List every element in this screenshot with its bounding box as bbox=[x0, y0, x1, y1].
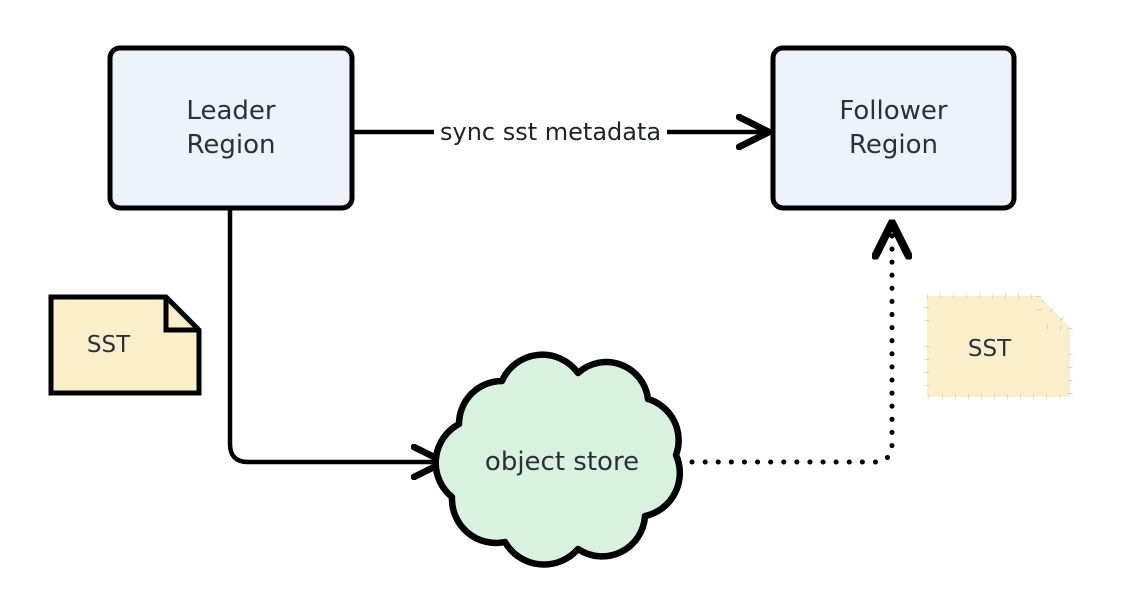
node-sst-leader-fold bbox=[163, 297, 199, 333]
edge-object-store-to-follower bbox=[689, 226, 892, 465]
object-store-hit-area[interactable] bbox=[452, 366, 676, 558]
leader-region-hit-area[interactable] bbox=[110, 48, 352, 208]
follower-region-hit-area[interactable] bbox=[773, 48, 1014, 208]
node-follower-region[interactable] bbox=[770, 45, 1017, 211]
sst-leader-hit-area[interactable] bbox=[51, 296, 199, 394]
sst-follower-hit-area[interactable] bbox=[927, 296, 1070, 398]
node-sst-follower[interactable] bbox=[924, 293, 1073, 400]
edge-leader-to-object-store bbox=[227, 208, 441, 462]
node-sst-leader[interactable] bbox=[48, 294, 202, 396]
node-object-store[interactable] bbox=[432, 351, 684, 568]
node-leader-region[interactable] bbox=[107, 45, 355, 211]
